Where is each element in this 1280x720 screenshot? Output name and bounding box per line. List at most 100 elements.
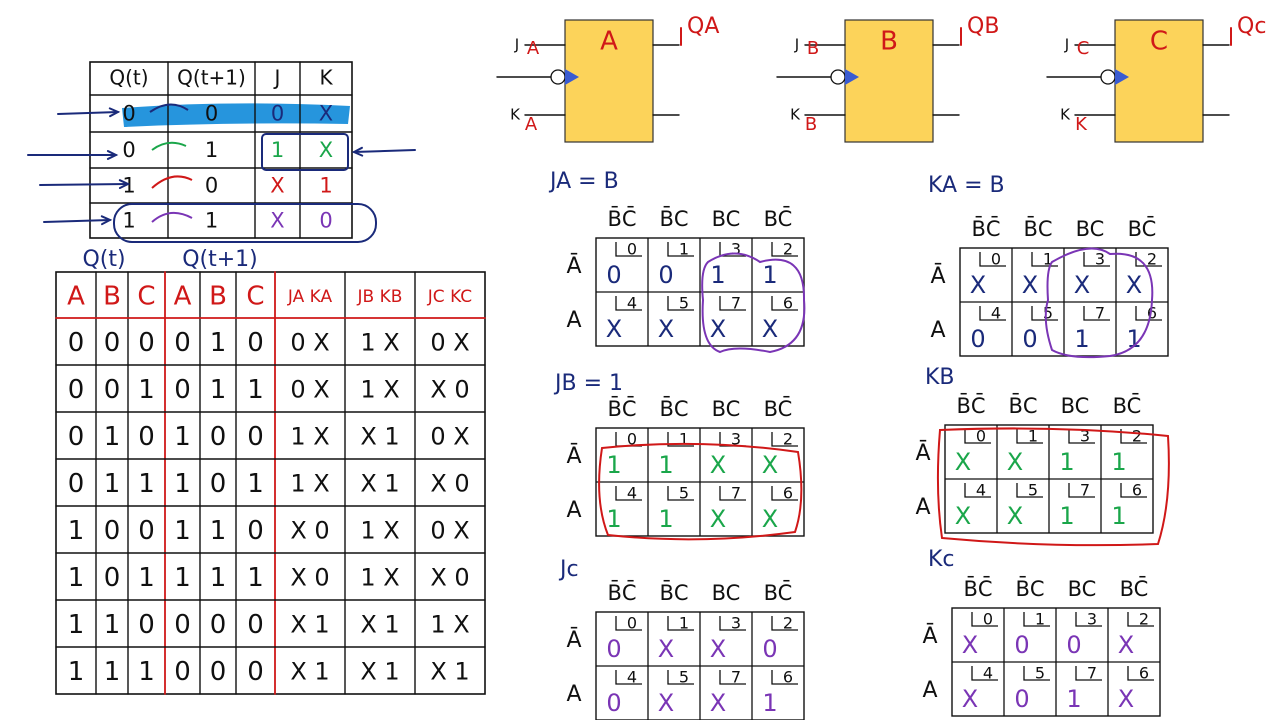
clock-triangle <box>845 69 859 85</box>
excitation-cell: 0 <box>122 102 135 126</box>
kmap-3 <box>944 424 1154 534</box>
state-table <box>55 271 486 695</box>
kmap-col-header: BC <box>712 581 741 605</box>
kmap-row-header: Ā <box>915 441 930 466</box>
kmap-value: 0 <box>762 635 777 663</box>
kmap-col-header: BC̄ <box>764 206 793 231</box>
index-bracket <box>1031 306 1058 321</box>
kmap-index: 1 <box>1028 427 1038 446</box>
state-cell: 0 <box>174 610 191 640</box>
kmap-value: 1 <box>1111 502 1126 530</box>
kmap-index: 1 <box>679 614 689 633</box>
j-label: J <box>1064 36 1069 54</box>
j-label: J <box>514 36 519 54</box>
state-cell: 1 <box>210 375 227 405</box>
state-cell: 0 <box>247 328 264 358</box>
state-cell: 1 <box>68 516 85 546</box>
kmap-col-header: BC <box>1076 217 1105 241</box>
index-bracket <box>667 616 694 631</box>
excitation-cell: 1 <box>122 209 135 233</box>
kmap-value: X <box>762 505 778 533</box>
kmap-row-header: A <box>566 682 581 707</box>
flipflop-c <box>1114 19 1204 143</box>
index-bracket <box>1075 666 1102 681</box>
state-cell: 0 <box>210 657 227 687</box>
state-cell: 0 <box>104 516 121 546</box>
kmap-col-header: B̄C̄ <box>607 580 636 605</box>
q-label: QA <box>687 14 719 39</box>
kmap-index: 2 <box>783 240 793 259</box>
state-cell: 0 <box>210 610 227 640</box>
excitation-cell: X <box>319 102 333 126</box>
excitation-cell: 0 <box>205 102 218 126</box>
transition-arrow <box>149 103 189 113</box>
kmap-5 <box>951 607 1161 717</box>
k-subscript: A <box>525 114 538 135</box>
state-cell: 1 <box>247 563 264 593</box>
kmap-col-header: BC̄ <box>764 396 793 421</box>
kmap-value: X <box>710 689 726 717</box>
kmap-index: 6 <box>1132 481 1142 500</box>
kmap-value: X <box>962 631 978 659</box>
j-subscript: C <box>1077 38 1090 59</box>
kmap-title: JA = B <box>548 169 619 194</box>
index-bracket <box>615 670 642 685</box>
kmap-index: 6 <box>783 294 793 313</box>
kmap-index: 4 <box>976 481 986 500</box>
clock-bubble <box>550 69 566 85</box>
q-label: QB <box>967 14 999 39</box>
state-cell: X 0 <box>430 564 469 592</box>
index-bracket <box>615 242 642 257</box>
kmap-col-header: B̄C <box>1023 216 1052 241</box>
kmap-col-header: B̄C̄ <box>971 216 1000 241</box>
kmap-value: 1 <box>1066 685 1081 713</box>
kmap-value: 1 <box>1059 502 1074 530</box>
pointer-arrow <box>43 215 113 226</box>
transition-arrow <box>151 211 193 223</box>
state-cell: 1 <box>174 563 191 593</box>
kmap-index: 3 <box>1087 610 1097 629</box>
state-cell: 1 <box>68 657 85 687</box>
kmap-col-header: B̄C̄ <box>963 576 992 601</box>
state-cell: 1 <box>104 610 121 640</box>
state-cell: X 0 <box>430 470 469 498</box>
state-cell: X 1 <box>360 611 399 639</box>
state-cell: X 0 <box>430 376 469 404</box>
index-bracket <box>1075 612 1102 627</box>
kmap-col-header: B̄C̄ <box>956 393 985 418</box>
pointer-arrow <box>27 150 119 160</box>
state-cell: X 1 <box>360 470 399 498</box>
kmap-value: X <box>710 635 726 663</box>
state-header: JB KB <box>357 287 403 307</box>
kmap-title: Jc <box>558 557 579 582</box>
state-cell: 0 <box>210 422 227 452</box>
group-kb <box>936 427 1170 547</box>
kmap-index: 1 <box>1035 610 1045 629</box>
kmap-value: X <box>762 315 778 343</box>
j-label: J <box>794 36 799 54</box>
state-cell: 1 <box>210 516 227 546</box>
state-cell: 1 <box>138 469 155 499</box>
kmap-index: 2 <box>1132 427 1142 446</box>
kmap-value: 0 <box>606 261 621 289</box>
kmap-value: X <box>955 448 971 476</box>
state-cell: 1 <box>174 516 191 546</box>
state-cell: 0 <box>247 516 264 546</box>
kmap-value: 1 <box>606 451 621 479</box>
kmap-value: X <box>710 505 726 533</box>
kmap-value: 1 <box>1111 448 1126 476</box>
kmap-value: X <box>1007 448 1023 476</box>
kmap-value: 0 <box>1014 685 1029 713</box>
kmap-col-header: B̄C̄ <box>607 396 636 421</box>
index-bracket <box>719 670 746 685</box>
kmap-index: 5 <box>679 484 689 503</box>
kmap-index: 6 <box>1139 664 1149 683</box>
index-bracket <box>719 486 746 501</box>
kmap-col-header: BC <box>712 397 741 421</box>
state-cell: 1 X <box>360 517 399 545</box>
kmap-index: 5 <box>679 668 689 687</box>
state-cell: 1 <box>138 657 155 687</box>
index-bracket <box>615 486 642 501</box>
kmap-index: 0 <box>983 610 993 629</box>
kmap-value: X <box>1022 271 1038 299</box>
